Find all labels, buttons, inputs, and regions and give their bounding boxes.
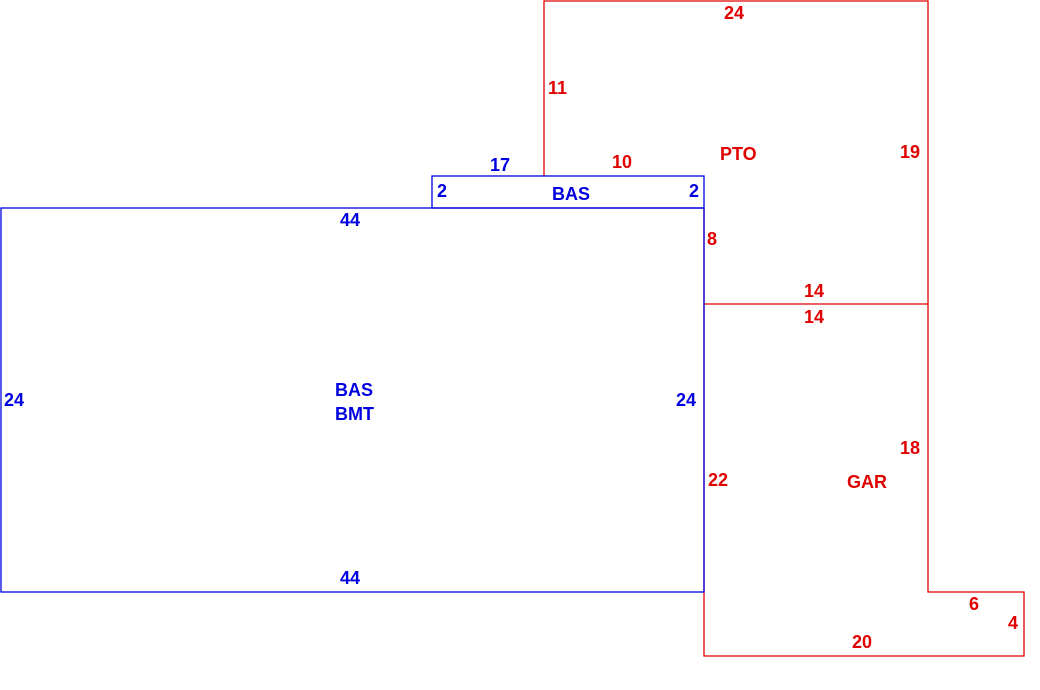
- bas-dim-left: 24: [4, 390, 24, 410]
- bas-bump-dim-right: 2: [689, 181, 699, 201]
- bmt-label: BMT: [335, 404, 374, 424]
- bas-bump-outline: [431, 175, 705, 209]
- bas-dim-bottom: 44: [340, 568, 360, 588]
- bas-dim-top: 44: [340, 210, 360, 230]
- pto-dim-right: 19: [900, 142, 920, 162]
- gar-label: GAR: [847, 472, 887, 492]
- bas-label: BAS: [335, 380, 373, 400]
- gar-dim-step: 6: [969, 594, 979, 614]
- pto-dim-top: 24: [724, 3, 744, 23]
- bas-dim-right: 24: [676, 390, 696, 410]
- bas-bump-label: BAS: [552, 184, 590, 204]
- gar-dim-right: 18: [900, 438, 920, 458]
- pto-dim-step: 10: [612, 152, 632, 172]
- bas-main-outline: [0, 207, 705, 593]
- gar-outline: [703, 304, 1025, 657]
- pto-label: PTO: [720, 144, 757, 164]
- gar-dim-bottom: 20: [852, 632, 872, 652]
- bas-bump-dim-left: 2: [437, 181, 447, 201]
- bas-bump-dim-top: 17: [490, 155, 510, 175]
- pto-dim-inner: 8: [707, 229, 717, 249]
- pto-dim-bottom: 14: [804, 281, 824, 301]
- gar-dim-side: 4: [1008, 613, 1018, 633]
- gar-dim-left: 22: [708, 470, 728, 490]
- pto-dim-left: 11: [548, 78, 567, 98]
- gar-dim-top: 14: [804, 307, 824, 327]
